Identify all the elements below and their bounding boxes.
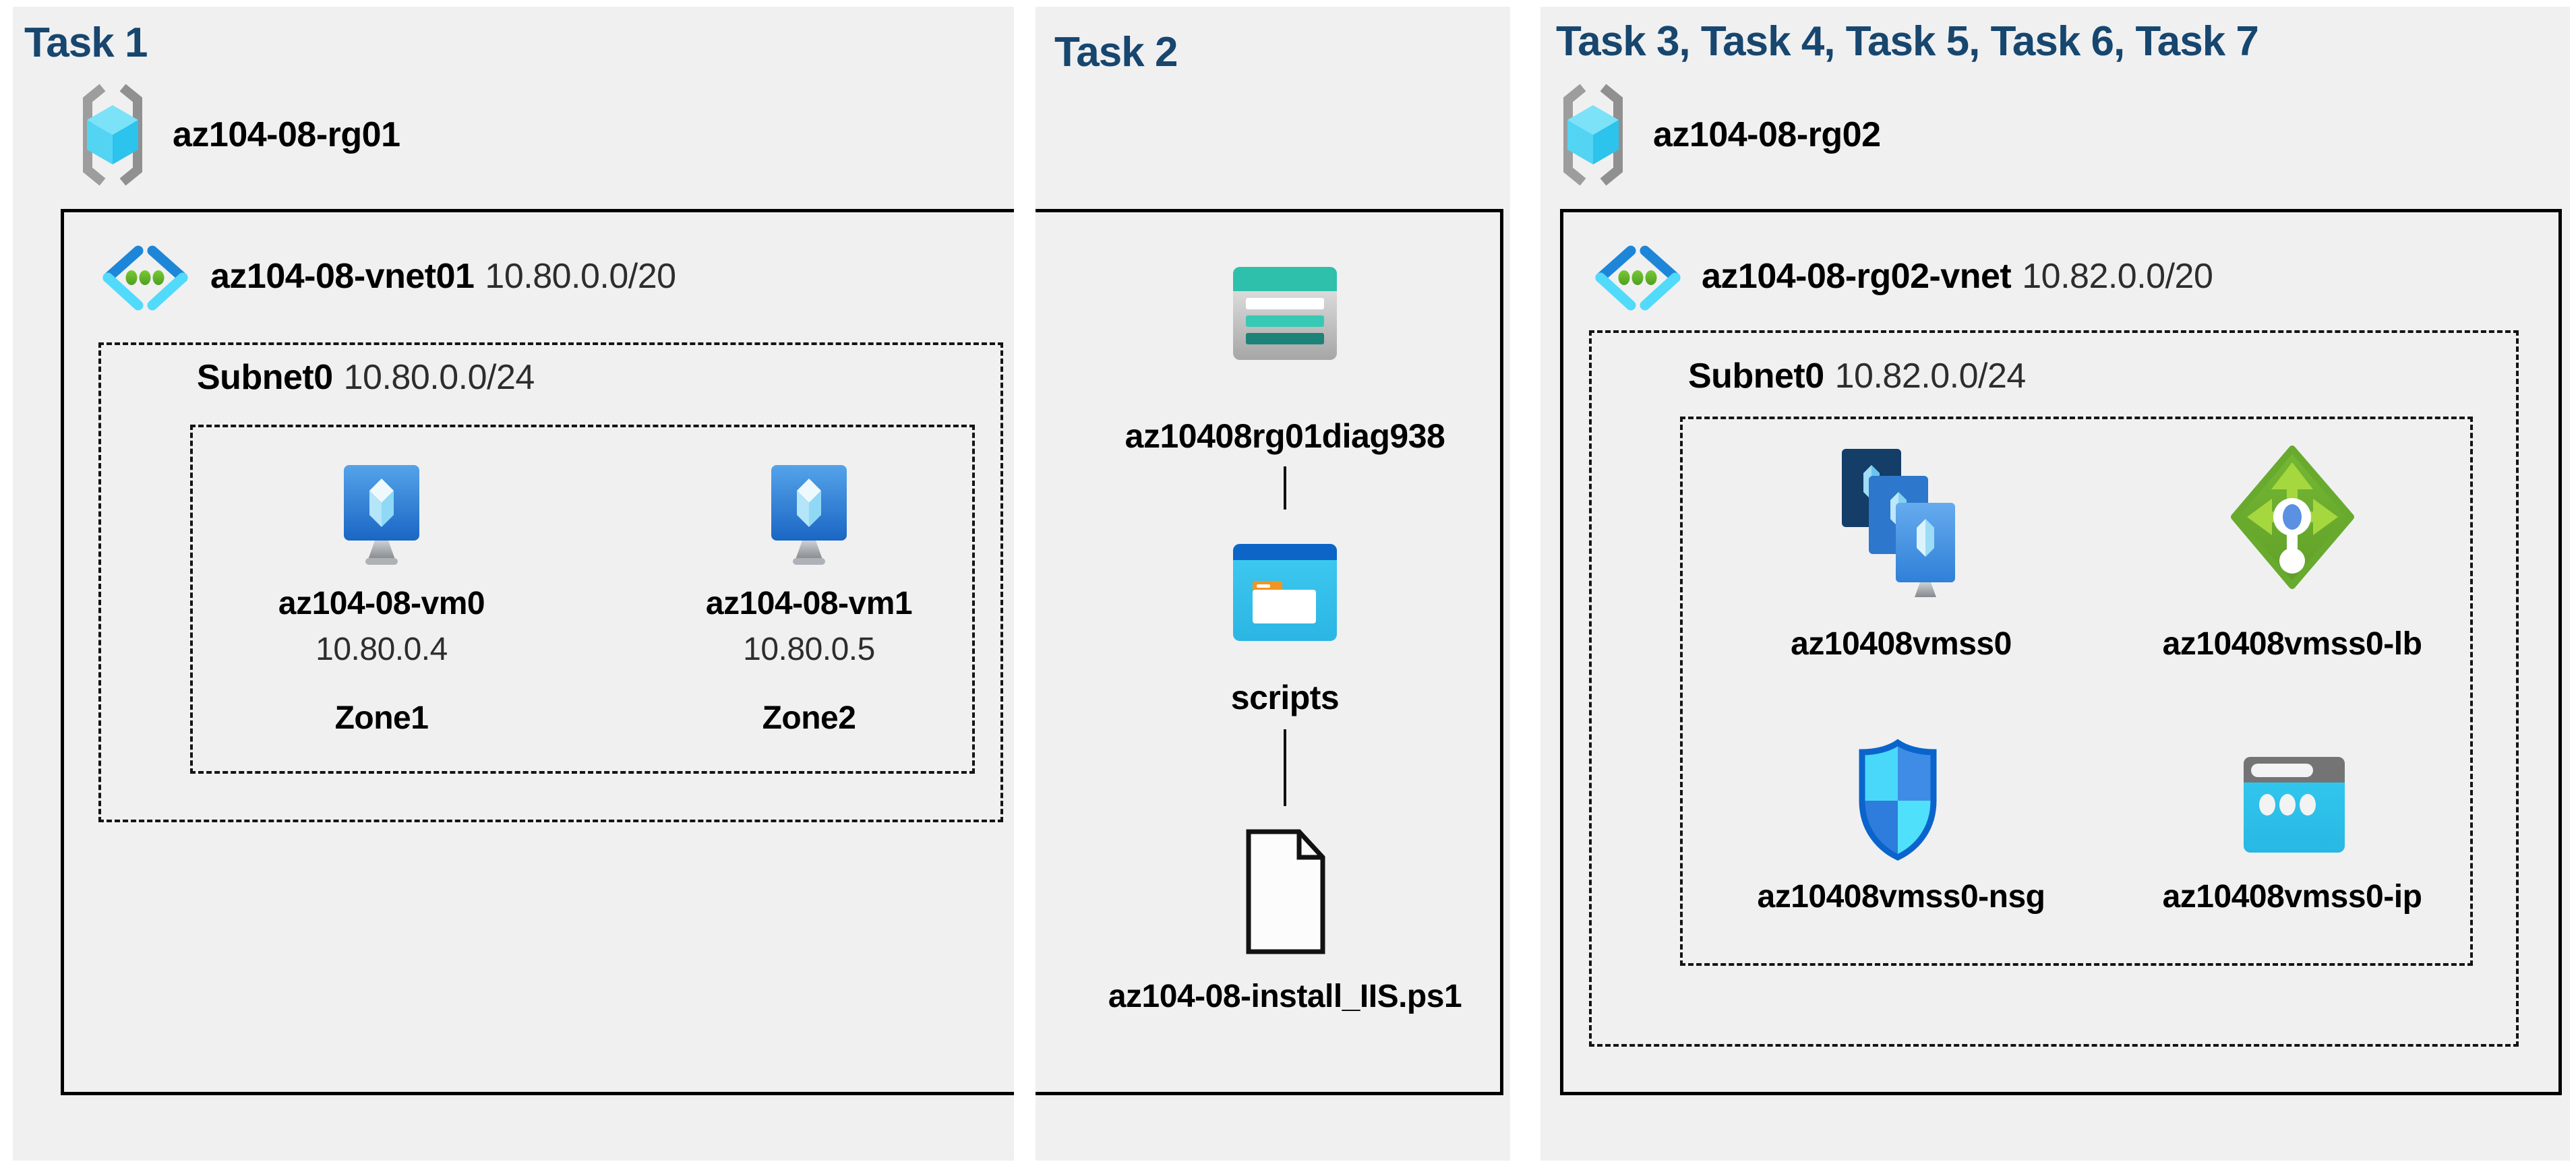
rg01-label: az104-08-rg01 — [173, 115, 400, 154]
subnet0-rg02-label: Subnet0 10.82.0.0/24 — [1688, 356, 2026, 396]
vmss-group-box — [1680, 417, 2473, 966]
blob-container-icon — [1233, 544, 1337, 641]
virtual-machine-icon — [344, 465, 419, 565]
resource-group-icon — [83, 84, 142, 186]
rg02-label: az104-08-rg02 — [1653, 115, 1881, 154]
storage-account-label: az10408rg01diag938 — [1125, 417, 1445, 455]
rg02-vnet-label: az104-08-rg02-vnet 10.82.0.0/20 — [1702, 256, 2213, 297]
rg02-vnet-name: az104-08-rg02-vnet — [1702, 257, 2012, 296]
script-file-label: az104-08-install_IIS.ps1 — [1108, 979, 1462, 1014]
nsg-label: az10408vmss0-nsg — [1757, 879, 2045, 915]
virtual-network-icon — [1595, 245, 1681, 311]
vm1-zone: Zone2 — [762, 700, 856, 736]
storage-account-icon — [1233, 267, 1337, 360]
panel-gutter — [1014, 0, 1036, 1166]
vmss-label: az10408vmss0 — [1791, 626, 2012, 662]
task1-panel — [13, 7, 1014, 1161]
nsg-icon — [1859, 739, 1937, 861]
subnet0-rg02-box — [1589, 330, 2519, 1047]
task3-title: Task 3, Task 4, Task 5, Task 6, Task 7 — [1556, 18, 2259, 65]
resource-group-icon — [1563, 84, 1623, 186]
subnet0-rg01-box — [98, 342, 1003, 822]
vnet01-cidr: 10.80.0.0/20 — [485, 257, 676, 296]
subnet0-rg01-name: Subnet0 — [197, 358, 333, 397]
subnet0-rg01-label: Subnet0 10.80.0.0/24 — [197, 357, 535, 398]
connector-line — [1284, 466, 1286, 510]
vm1-name: az104-08-vm1 — [705, 586, 913, 621]
script-file-icon — [1246, 829, 1325, 954]
load-balancer-icon — [2231, 446, 2354, 589]
task3-panel — [1540, 7, 2570, 1161]
vmss-icon — [1842, 449, 1955, 597]
vm1-ip: 10.80.0.5 — [743, 632, 875, 667]
subnet0-rg02-name: Subnet0 — [1688, 357, 1824, 396]
vnet01-name: az104-08-vnet01 — [210, 257, 475, 296]
rg02-vnet-cidr: 10.82.0.0/20 — [2022, 257, 2213, 296]
container-label: scripts — [1230, 679, 1340, 716]
vnet01-label: az104-08-vnet01 10.80.0.0/20 — [210, 256, 676, 297]
panel-gutter — [1510, 0, 1540, 1166]
virtual-machine-icon — [771, 465, 847, 565]
subnet0-rg02-cidr: 10.82.0.0/24 — [1834, 357, 2027, 396]
vm0-zone: Zone1 — [334, 700, 429, 736]
virtual-network-icon — [102, 245, 188, 311]
vm0-name: az104-08-vm0 — [278, 586, 485, 621]
subnet0-rg01-cidr: 10.80.0.0/24 — [343, 358, 535, 397]
task1-title: Task 1 — [24, 20, 148, 66]
rg02-boundary-box — [1560, 209, 2562, 1095]
task2-title: Task 2 — [1054, 29, 1178, 75]
load-balancer-label: az10408vmss0-lb — [2162, 626, 2422, 662]
public-ip-icon — [2244, 757, 2345, 853]
rg01-boundary-box — [61, 209, 1503, 1095]
public-ip-label: az10408vmss0-ip — [2162, 879, 2422, 915]
zone-group-box — [190, 425, 975, 774]
connector-line — [1284, 729, 1286, 806]
vm0-ip: 10.80.0.4 — [316, 632, 448, 667]
